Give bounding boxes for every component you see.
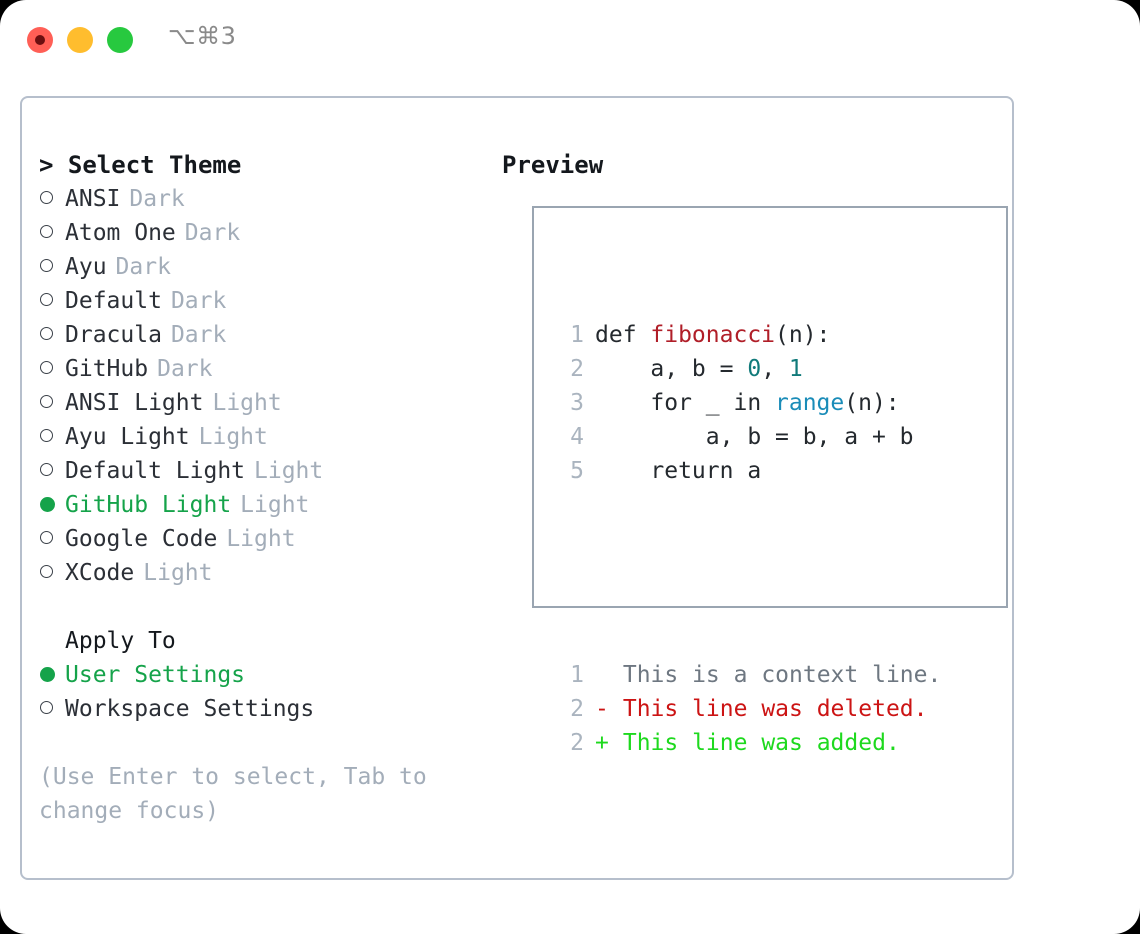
theme-name: GitHub xyxy=(65,356,149,382)
diff-marker: - xyxy=(595,696,609,722)
diff-line-text: This line was deleted. xyxy=(609,696,928,722)
title-bar: ⌥⌘3 xyxy=(0,0,1140,78)
code-token: (n): xyxy=(844,390,900,416)
theme-name: Default Light xyxy=(65,458,246,484)
theme-item-0[interactable]: ANSI Dark xyxy=(39,182,479,216)
apply-to-item-0[interactable]: User Settings xyxy=(39,658,479,692)
theme-item-3[interactable]: Default Dark xyxy=(39,284,479,318)
theme-variant-tag: Light xyxy=(212,390,282,416)
theme-name: XCode xyxy=(65,560,135,586)
diff-line-text: This line was added. xyxy=(609,730,900,756)
code-line-text: for _ in range(n): xyxy=(595,386,900,420)
line-number: 5 xyxy=(570,458,584,484)
code-diff-gap xyxy=(552,556,941,590)
theme-item-1[interactable]: Atom One Dark xyxy=(39,216,479,250)
theme-variant-tag: Light xyxy=(226,526,296,552)
theme-name: Dracula xyxy=(65,322,162,348)
code-token: a, b = xyxy=(595,356,748,382)
diff-marker: + xyxy=(595,730,609,756)
close-window-button[interactable] xyxy=(27,27,53,53)
theme-name: ANSI xyxy=(65,186,121,212)
code-line: 5 return a xyxy=(552,454,941,488)
theme-variant-tag: Dark xyxy=(115,254,171,280)
keyboard-shortcut-label: ⌥⌘3 xyxy=(168,22,237,50)
line-number: 3 xyxy=(570,390,584,416)
diff-line-number: 1 xyxy=(570,662,584,688)
code-line: 3 for _ in range(n): xyxy=(552,386,941,420)
line-number: 2 xyxy=(570,356,584,382)
apply-to-label: Apply To xyxy=(65,628,176,654)
code-token: (n): xyxy=(775,322,831,348)
code-line: 4 a, b = b, a + b xyxy=(552,420,941,454)
code-line-text: def fibonacci(n): xyxy=(595,318,830,352)
code-line: 1 def fibonacci(n): xyxy=(552,318,941,352)
apply-to-item-1[interactable]: Workspace Settings xyxy=(39,692,479,726)
theme-variant-tag: Light xyxy=(198,424,268,450)
theme-item-10[interactable]: Google Code Light xyxy=(39,522,479,556)
diff-marker xyxy=(595,658,609,692)
theme-name: Ayu Light xyxy=(65,424,190,450)
diff-line-text: This is a context line. xyxy=(609,662,942,688)
line-number: 4 xyxy=(570,424,584,450)
theme-variant-tag: Light xyxy=(254,458,324,484)
theme-variant-tag: Dark xyxy=(184,220,241,246)
code-line-text: a, b = b, a + b xyxy=(595,420,914,454)
code-token: return a xyxy=(595,458,762,484)
line-number: 1 xyxy=(570,322,584,348)
diff-line: 1 This is a context line. xyxy=(552,658,941,692)
diff-line: 2 + This line was added. xyxy=(552,726,941,760)
theme-name: Atom One xyxy=(65,220,176,246)
list-spacer xyxy=(39,590,479,624)
theme-variant-tag: Dark xyxy=(157,356,213,382)
code-token: , xyxy=(761,356,789,382)
diff-line-number: 2 xyxy=(570,730,584,756)
code-token: a, b = b, a + b xyxy=(595,424,914,450)
apply-to-name: Workspace Settings xyxy=(65,696,315,722)
theme-item-4[interactable]: Dracula Dark xyxy=(39,318,479,352)
theme-variant-tag: Dark xyxy=(170,288,227,314)
theme-item-9[interactable]: GitHub Light Light xyxy=(39,488,479,522)
apply-to-name: User Settings xyxy=(65,662,246,688)
theme-item-5[interactable]: GitHub Dark xyxy=(39,352,479,386)
theme-item-7[interactable]: Ayu Light Light xyxy=(39,420,479,454)
keyboard-hint-text: (Use Enter to select, Tab to change focu… xyxy=(39,764,441,824)
theme-variant-tag: Light xyxy=(143,560,213,586)
theme-variant-tag: Dark xyxy=(170,322,227,348)
theme-item-6[interactable]: ANSI Light Light xyxy=(39,386,479,420)
code-token: fibonacci xyxy=(650,322,776,348)
code-token: 0 xyxy=(747,356,762,382)
theme-name: Google Code xyxy=(65,526,218,552)
theme-name: GitHub Light xyxy=(65,492,232,518)
code-token: for _ in xyxy=(595,390,776,416)
theme-item-2[interactable]: Ayu Dark xyxy=(39,250,479,284)
select-theme-header: > Select Theme xyxy=(39,151,242,179)
theme-variant-tag: Dark xyxy=(129,186,185,212)
code-line-text: a, b = 0, 1 xyxy=(595,352,803,386)
minimize-window-button[interactable] xyxy=(67,27,93,53)
diff-sample: 1 This is a context line.2- This line wa… xyxy=(552,658,941,760)
code-line-text: return a xyxy=(595,454,761,488)
code-token: 1 xyxy=(788,356,803,382)
theme-name: ANSI Light xyxy=(65,390,204,416)
diff-line: 2- This line was deleted. xyxy=(552,692,941,726)
preview-header: Preview xyxy=(502,151,604,179)
theme-variant-tag: Light xyxy=(240,492,310,518)
code-line: 2 a, b = 0, 1 xyxy=(552,352,941,386)
theme-item-8[interactable]: Default Light Light xyxy=(39,454,479,488)
diff-line-number: 2 xyxy=(570,696,584,722)
theme-name: Default xyxy=(65,288,162,314)
code-token: def xyxy=(595,322,651,348)
maximize-window-button[interactable] xyxy=(107,27,133,53)
code-token: range xyxy=(775,390,845,416)
theme-name: Ayu xyxy=(65,254,107,280)
theme-item-11[interactable]: XCode Light xyxy=(39,556,479,590)
